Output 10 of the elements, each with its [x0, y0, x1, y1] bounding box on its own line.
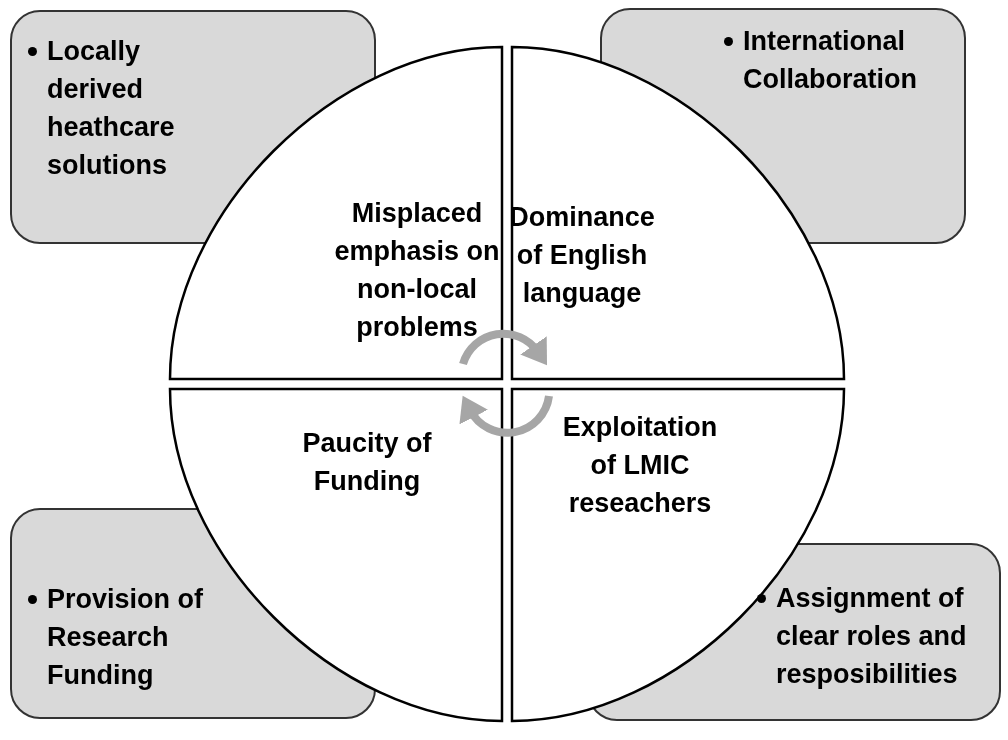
segment-label: Exploitation of LMIC reseachers [561, 411, 719, 520]
segment-label: Dominance of English language [508, 201, 656, 310]
bullet-text: Assignment of clear roles and resposibilities [776, 582, 968, 691]
bullet-text: International Collaboration [743, 25, 918, 96]
bullet-text: Locally derived heathcare solutions [47, 35, 176, 182]
curved-arrow [460, 395, 553, 437]
bullet-text: Provision of Research Funding [47, 583, 204, 692]
segment-label: Misplaced emphasis on non-local problems [333, 197, 501, 344]
curved-arrow [459, 329, 548, 366]
segment-label: Paucity of Funding [301, 427, 433, 498]
